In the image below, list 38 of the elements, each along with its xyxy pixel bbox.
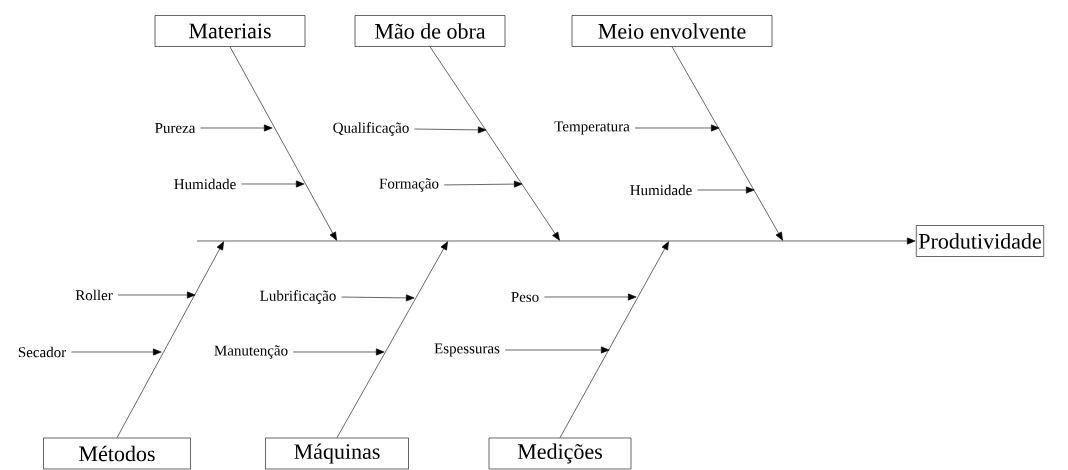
effect-box: Produtividade xyxy=(916,225,1044,257)
cause-label: Peso xyxy=(511,292,539,302)
cause-label: Secador xyxy=(18,346,67,358)
cause-label: Lubrificação xyxy=(260,290,336,304)
bone-arrow xyxy=(559,241,669,438)
cause-arrow xyxy=(634,124,720,132)
bone-arrow xyxy=(336,241,448,438)
category-box: Mão de obra xyxy=(354,15,506,47)
cause-arrow xyxy=(71,348,162,356)
cause-label: Qualificação xyxy=(333,122,409,136)
category-box: Métodos xyxy=(43,437,191,470)
cause-arrow xyxy=(697,186,755,194)
cause-label: Humidade xyxy=(630,184,692,196)
cause-arrow xyxy=(292,348,385,356)
cause-label: Espessuras xyxy=(434,343,500,357)
cause-label: Temperatura xyxy=(554,121,630,135)
cause-arrow xyxy=(443,180,523,188)
cause-label: Roller xyxy=(75,289,113,301)
cause-arrow xyxy=(117,291,196,299)
cause-label: Pureza xyxy=(155,123,196,133)
category-box: Máquinas xyxy=(265,437,409,470)
spine-arrow xyxy=(196,237,916,245)
category-box: Materiais xyxy=(154,15,306,47)
cause-arrow xyxy=(414,126,487,134)
bone-arrow xyxy=(429,46,560,241)
cause-arrow xyxy=(241,180,305,188)
cause-label: Manutenção xyxy=(214,345,288,359)
bone-arrow xyxy=(671,46,783,241)
cause-arrow xyxy=(544,293,637,301)
category-box: Medições xyxy=(488,437,632,470)
cause-arrow xyxy=(504,346,610,354)
bone-arrow xyxy=(229,46,337,241)
cause-arrow xyxy=(341,294,415,302)
cause-arrow xyxy=(200,124,273,132)
bone-arrow xyxy=(116,241,224,438)
category-box: Meio envolvente xyxy=(571,15,773,47)
cause-label: Humidade xyxy=(174,178,236,190)
cause-label: Formação xyxy=(379,178,439,192)
